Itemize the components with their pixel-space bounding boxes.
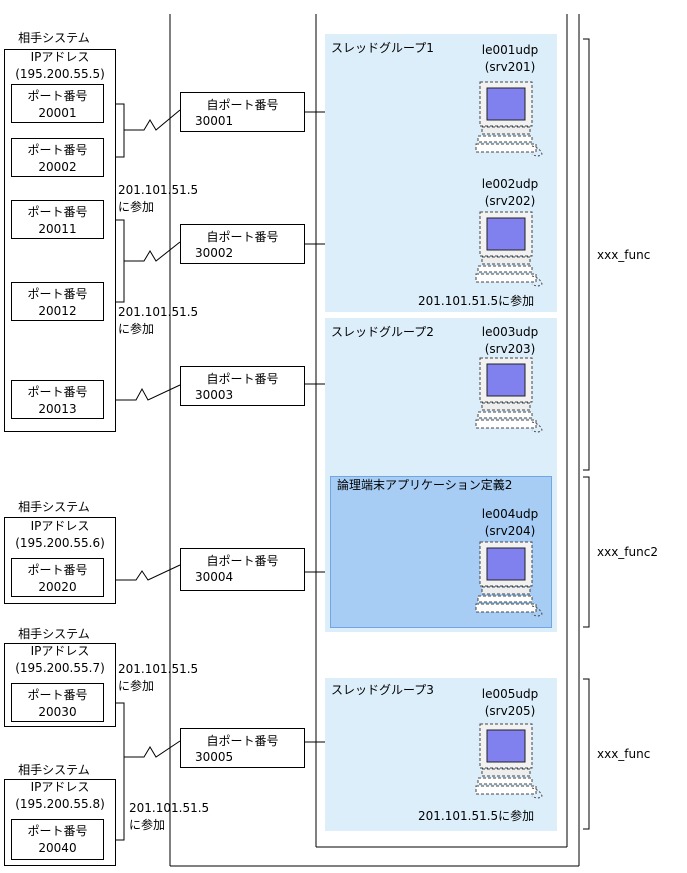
port-label: ポート番号 xyxy=(27,385,88,399)
logical-terminal-app-title: 論理端末アプリケーション定義2 xyxy=(337,478,513,492)
port-number: 20013 xyxy=(38,402,77,416)
own-port-box-30002: 自ポート番号 30002 xyxy=(180,224,305,264)
remote-system-1-ip: (195.200.55.5) xyxy=(15,67,105,81)
own-port-number: 30001 xyxy=(195,114,234,128)
multicast-join-1: に参加 xyxy=(118,200,155,214)
remote-system-1-ip-label: IPアドレス xyxy=(30,50,90,64)
port-label: ポート番号 xyxy=(27,688,88,702)
port-box-20001: ポート番号 20001 xyxy=(11,84,104,123)
remote-system-3-ip-label: IPアドレス xyxy=(30,644,90,658)
remote-system-4-ip-label: IPアドレス xyxy=(30,780,90,794)
remote-system-4-ip: (195.200.55.8) xyxy=(15,797,105,811)
multicast-join-2: に参加 xyxy=(118,322,155,336)
multicast-join-3: に参加 xyxy=(118,679,155,693)
terminal-3-server: (srv203) xyxy=(484,342,536,356)
terminal-4-name: le004udp xyxy=(481,507,539,521)
computer-icon xyxy=(470,80,550,160)
multicast-addr-2: 201.101.51.5 xyxy=(118,305,199,319)
func-label-1: xxx_func xyxy=(597,248,651,262)
terminal-4-server: (srv204) xyxy=(484,524,536,538)
own-port-number: 30003 xyxy=(195,388,234,402)
remote-system-4-title: 相手システム xyxy=(18,763,90,777)
port-label: ポート番号 xyxy=(27,824,88,838)
multicast-addr-3: 201.101.51.5 xyxy=(118,662,199,676)
terminal-1-server: (srv201) xyxy=(484,60,536,74)
port-number: 20002 xyxy=(38,160,77,174)
remote-system-2-ip: (195.200.55.6) xyxy=(15,536,105,550)
own-port-label: 自ポート番号 xyxy=(206,734,279,748)
port-number: 20040 xyxy=(38,841,77,855)
port-number: 20001 xyxy=(38,106,77,120)
own-port-number: 30004 xyxy=(195,570,234,584)
remote-system-3-title: 相手システム xyxy=(18,627,90,641)
port-box-20013: ポート番号 20013 xyxy=(11,380,104,419)
terminal-2-name: le002udp xyxy=(481,177,539,191)
computer-icon xyxy=(470,722,550,802)
own-port-box-30001: 自ポート番号 30001 xyxy=(180,92,305,132)
func-label-3: xxx_func xyxy=(597,747,651,761)
terminal-5-server: (srv205) xyxy=(484,704,536,718)
thread-group-3-join-note: 201.101.51.5に参加 xyxy=(418,809,535,823)
own-port-number: 30002 xyxy=(195,246,234,260)
own-port-box-30004: 自ポート番号 30004 xyxy=(180,548,305,591)
own-port-box-30005: 自ポート番号 30005 xyxy=(180,728,305,768)
port-number: 20012 xyxy=(38,304,77,318)
own-port-label: 自ポート番号 xyxy=(206,372,279,386)
terminal-3-name: le003udp xyxy=(481,325,539,339)
port-box-20030: ポート番号 20030 xyxy=(11,683,104,722)
port-box-20012: ポート番号 20012 xyxy=(11,282,104,321)
thread-group-3-title: スレッドグループ3 xyxy=(331,683,434,697)
port-number: 20030 xyxy=(38,705,77,719)
own-port-box-30003: 自ポート番号 30003 xyxy=(180,366,305,406)
own-port-label: 自ポート番号 xyxy=(206,554,279,568)
remote-system-2-ip-label: IPアドレス xyxy=(30,519,90,533)
multicast-join-4: に参加 xyxy=(129,818,166,832)
port-box-20002: ポート番号 20002 xyxy=(11,138,104,177)
port-number: 20020 xyxy=(38,580,77,594)
terminal-2-server: (srv202) xyxy=(484,194,536,208)
port-box-20020: ポート番号 20020 xyxy=(11,558,104,597)
func-label-2: xxx_func2 xyxy=(597,545,658,559)
port-label: ポート番号 xyxy=(27,205,88,219)
thread-group-1-title: スレッドグループ1 xyxy=(331,41,434,55)
computer-icon xyxy=(470,356,550,436)
terminal-5-name: le005udp xyxy=(481,687,539,701)
port-label: ポート番号 xyxy=(27,563,88,577)
port-label: ポート番号 xyxy=(27,143,88,157)
own-port-number: 30005 xyxy=(195,750,234,764)
computer-icon xyxy=(470,210,550,290)
terminal-1-name: le001udp xyxy=(481,43,539,57)
port-number: 20011 xyxy=(38,222,77,236)
remote-system-1-title: 相手システム xyxy=(18,31,90,45)
computer-icon xyxy=(470,540,550,620)
multicast-addr-4: 201.101.51.5 xyxy=(129,801,210,815)
thread-group-2-title: スレッドグループ2 xyxy=(331,325,434,339)
port-box-20040: ポート番号 20040 xyxy=(11,819,104,860)
port-label: ポート番号 xyxy=(27,89,88,103)
remote-system-3-ip: (195.200.55.7) xyxy=(15,661,105,675)
thread-group-1-join-note: 201.101.51.5に参加 xyxy=(418,294,535,308)
port-label: ポート番号 xyxy=(27,287,88,301)
remote-system-2-title: 相手システム xyxy=(18,500,90,514)
port-box-20011: ポート番号 20011 xyxy=(11,200,104,239)
multicast-addr-1: 201.101.51.5 xyxy=(118,183,199,197)
own-port-label: 自ポート番号 xyxy=(206,230,279,244)
own-port-label: 自ポート番号 xyxy=(206,98,279,112)
